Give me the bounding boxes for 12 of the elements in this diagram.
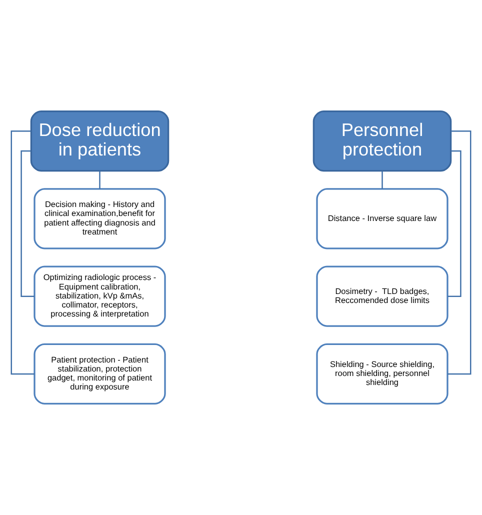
connector (382, 170, 383, 189)
node-box: Shielding - Source shielding, room shielding, personnel shielding (316, 343, 448, 405)
node-box: Dosimetry - TLD badges, Reccomended dose limits (316, 266, 448, 327)
node-box: Patient protection - Patient stabilization, protection gadget, monitoring of patient during exposure (34, 343, 166, 405)
node-box: Optimizing radiologic process - Equipment calibration, stabilization, kVp &mAs, collimator, receptors, processing & interpretation (34, 266, 166, 327)
connector (99, 170, 100, 189)
node-box: Personnel protection (312, 110, 452, 172)
connector (10, 130, 34, 375)
connector (448, 130, 472, 375)
node-box: Dose reduction in patients (30, 110, 170, 172)
node-box: Decision making - History and clinical examination,benefit for patient affecting diagnosis and treatment (34, 188, 166, 250)
node-box: Distance - Inverse square law (316, 188, 448, 250)
